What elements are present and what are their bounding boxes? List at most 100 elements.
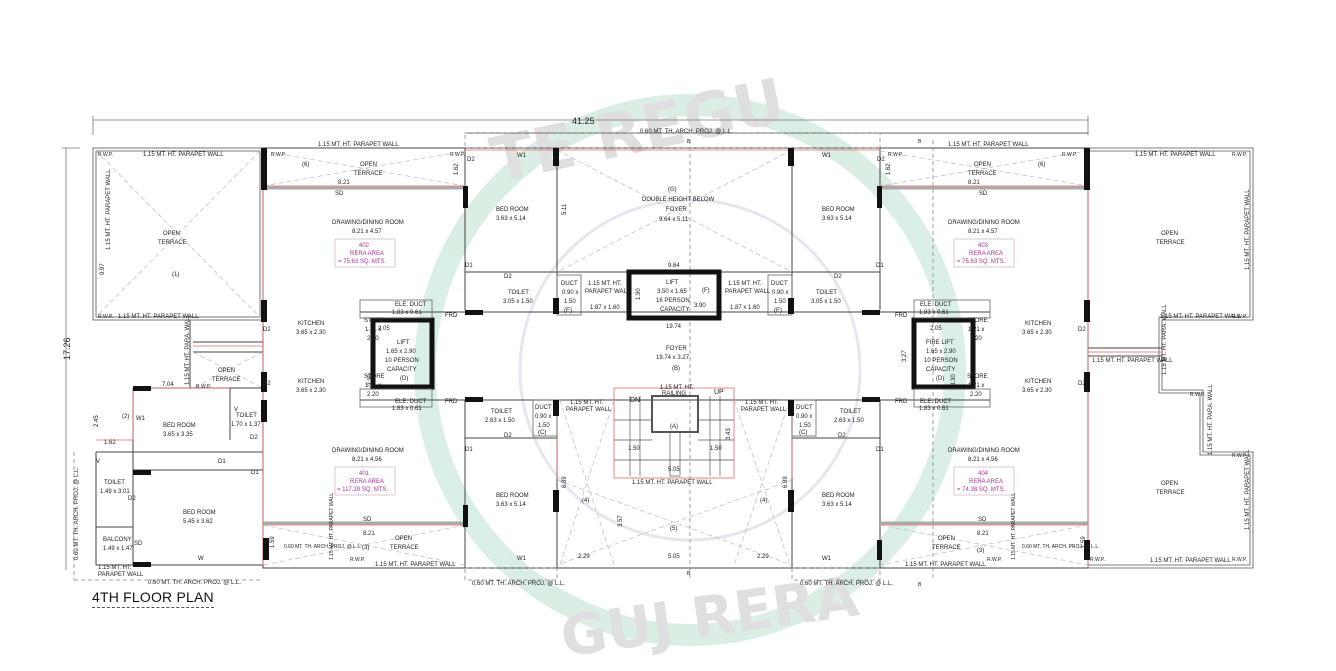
label-kitchen: KITCHEN xyxy=(298,321,324,327)
section-marker-B: B xyxy=(918,582,922,588)
plan-labels: 1.15 MT. HT. PARAPET WALL 1.15 MT. HT. P… xyxy=(74,129,1251,588)
label-door: D1 xyxy=(876,263,884,269)
label-rwp: R.W.P. xyxy=(1232,152,1247,158)
label-rwp: R.W.P. xyxy=(1190,392,1205,398)
label-fire-lift: FIRE LIFT xyxy=(926,340,954,346)
label-lift-id: (D) xyxy=(936,376,944,382)
label-parapet-ht: PARAPET WALL xyxy=(741,407,787,413)
label-duct-size: 1.50 xyxy=(564,299,576,305)
label-duct: DUCT xyxy=(561,281,578,287)
marker-1: (1) xyxy=(172,272,179,278)
label-rwp: R.W.P. xyxy=(350,557,365,563)
dim-9-64: 9.64 xyxy=(668,263,680,269)
label-railing: RAILING xyxy=(662,391,686,397)
label-door: D2 xyxy=(1078,327,1086,333)
dim-8-21: 8.21 xyxy=(977,531,989,537)
label-arch-proj: 0.60 MT. TH. ARCH. PROJ. @ L.L. xyxy=(1022,544,1100,550)
label-parapet-wall: 1.15 MT. HT. PARAPET WALL xyxy=(948,142,1029,148)
label-toilet: TOILET xyxy=(236,413,257,419)
label-rwp: R.W.P. xyxy=(98,152,113,158)
dim-3-30: 3.30 xyxy=(368,374,374,386)
dim-5-05: 5.05 xyxy=(668,554,680,560)
label-rwp: R.W.P. xyxy=(98,314,113,320)
label-window: W1 xyxy=(517,556,527,562)
label-toilet: TOILET xyxy=(816,290,837,296)
label-parapet-wall: 1.15 MT. HT. PARAPET WALL xyxy=(318,142,399,148)
label-rwp: R.W.P. xyxy=(1062,152,1077,158)
label-parapet-wall: 1.15 MT. HT. PARAPET WALL xyxy=(1135,152,1216,158)
dim-3-57: 3.57 xyxy=(618,515,624,527)
label-duct-size: 0.90 x xyxy=(772,290,788,296)
label-parapet-ht: 1.15 MT. HT. xyxy=(98,565,132,571)
label-door: D1 xyxy=(465,263,473,269)
label-terrace: TERRACE xyxy=(390,545,419,551)
marker-B: (B) xyxy=(672,366,680,372)
dim-5-11: 5.11 xyxy=(562,203,568,215)
label-parapet-wall-vertical: 1.15 MT. HT. PARAPET WALL xyxy=(329,493,335,560)
marker-3: (3) xyxy=(362,545,369,551)
label-lift-capacity: CAPACITY xyxy=(660,307,690,313)
label-open-terrace: OPEN xyxy=(974,162,991,168)
label-ele-duct-size: 1.83 x 0.61 xyxy=(392,406,422,412)
arch-projection-lines xyxy=(73,132,934,581)
rera-area-401: = 117.39 SQ. MTS. xyxy=(337,487,388,493)
label-toilet: TOILET xyxy=(508,290,529,296)
label-door: D1 xyxy=(218,459,226,465)
label-arch-proj: 0.60 MT. TH. ARCH. PROJ. @ L.L. xyxy=(640,129,733,135)
marker-A: (A) xyxy=(670,424,678,430)
label-stair-down: DN xyxy=(630,397,640,404)
label-ele-duct-size: 1.83 x 0.61 xyxy=(392,310,422,316)
label-toilet: TOILET xyxy=(491,409,512,415)
label-parapet-ht: PARAPET WALL xyxy=(725,289,771,295)
label-store-size: 1.21 x xyxy=(365,383,381,389)
label-kitchen: KITCHEN xyxy=(298,379,324,385)
marker-4: (4) xyxy=(760,498,767,504)
label-parapet-ht: 1.15 MT. HT. xyxy=(570,400,604,406)
label-rwp: R.W.P. xyxy=(450,152,465,158)
label-lift-capacity: 16 PERSON xyxy=(656,298,690,304)
label-parapet-ht: 1.15 MT. HT. xyxy=(588,281,622,287)
label-lift: LIFT xyxy=(666,280,679,286)
label-toilet-size: 2.63 x 1.50 xyxy=(834,418,864,424)
label-parapet-ht: 1.15 MT. HT. xyxy=(745,400,779,406)
label-door: D2 xyxy=(467,157,475,163)
label-arch-proj: 0.60 MT. TH. ARCH. PROJ. @ L.L. xyxy=(284,544,362,550)
label-kitchen: KITCHEN xyxy=(1025,321,1051,327)
label-para-wall-vertical: 1.15 MT. HT. PARA. WALL xyxy=(1208,384,1214,455)
label-kitchen: KITCHEN xyxy=(1025,379,1051,385)
marker-F: (F) xyxy=(702,288,710,294)
label-door: D1 xyxy=(876,447,884,453)
marker-C: (C) xyxy=(538,430,546,436)
label-parapet-wall: 1.15 MT. HT. PARAPET WALL xyxy=(632,480,713,486)
unit-number-401: 401 xyxy=(359,471,370,477)
label-sliding-door: SD xyxy=(979,191,988,197)
label-lift-size: 3.50 x 1.65 xyxy=(657,289,687,295)
label-frd: FRD xyxy=(445,399,458,405)
label-window: W1 xyxy=(136,416,146,422)
label-terrace: TERRACE xyxy=(158,240,187,246)
label-terrace: TERRACE xyxy=(1156,240,1185,246)
section-marker-B: B xyxy=(687,139,691,145)
label-arch-proj: 0.60 MT. TH. ARCH. PROJ. @ L.L. xyxy=(800,581,893,587)
label-ele-duct: ELE. DUCT xyxy=(920,399,952,405)
label-duct: DUCT xyxy=(535,405,552,411)
label-rwp: R.W.P. xyxy=(987,557,1002,563)
label-bed-room: BED ROOM xyxy=(822,207,855,213)
dim-6-89: 6.89 xyxy=(783,476,789,488)
label-duct-size: 1.50 xyxy=(774,299,786,305)
label-duct-size: 1.50 xyxy=(799,423,811,429)
label-bed-room: BED ROOM xyxy=(822,493,855,499)
label-sliding-door: SD xyxy=(134,541,143,547)
label-terrace: TERRACE xyxy=(1156,490,1185,496)
label-open-terrace: OPEN xyxy=(395,536,412,542)
label-foyer-size: 19.74 x 3.27 xyxy=(656,355,690,361)
label-toilet: TOILET xyxy=(840,409,861,415)
label-store: STORE xyxy=(967,318,988,324)
label-door: D2 xyxy=(263,327,271,333)
label-lift-size: 1.65 x 2.90 xyxy=(386,349,416,355)
dim-1-62: 1.62 xyxy=(454,163,460,175)
marker-6: (6) xyxy=(302,162,309,168)
label-terrace: TERRACE xyxy=(932,545,961,551)
rera-label-404: RERA AREA xyxy=(969,479,1003,485)
label-bed-size: 3.65 x 3.35 xyxy=(163,432,193,438)
